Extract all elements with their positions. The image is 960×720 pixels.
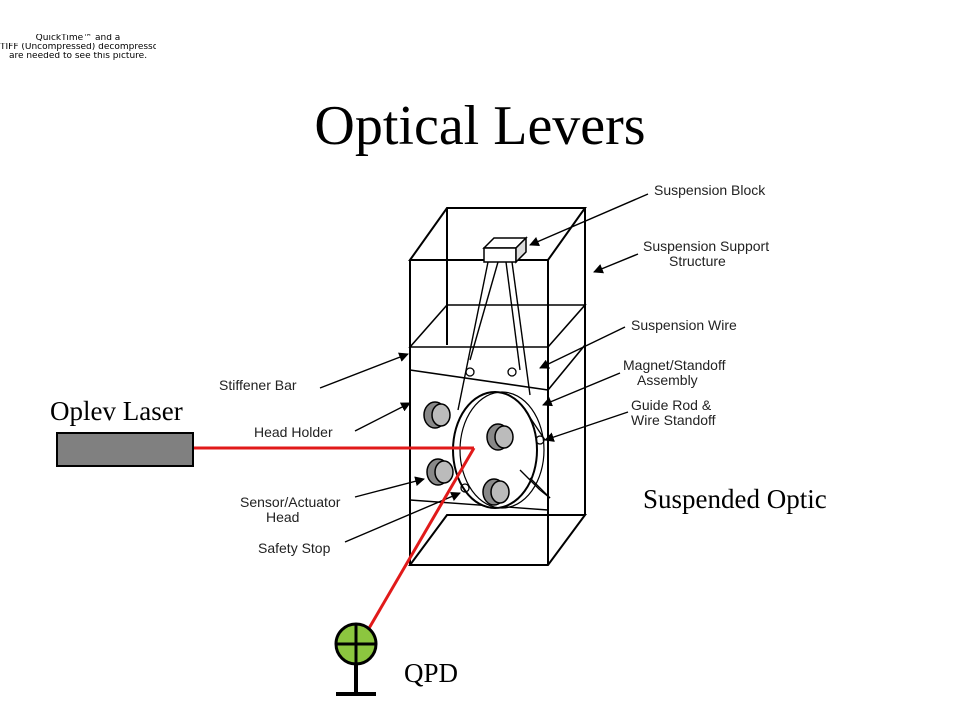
callout-magnet-standoff-line-2: Assembly: [637, 372, 698, 388]
support-structure-frame: [408, 207, 587, 566]
callout-head-holder: Head Holder: [254, 424, 333, 440]
callout-arrows: [319, 193, 649, 543]
callout-magnet-standoff-line-1: Magnet/Standoff: [623, 357, 726, 373]
suspended-optic-label: Suspended Optic: [643, 484, 827, 514]
callout-guide-rod-line-2: Wire Standoff: [631, 412, 716, 428]
callout-stiffener-bar: Stiffener Bar: [219, 377, 297, 393]
qpd-icon: [334, 622, 378, 696]
quicktime-notice-line-1: QuickTime™ and a: [35, 34, 121, 43]
callout-guide-rod-line-1: Guide Rod &: [631, 397, 712, 413]
callout-sensor-actuator-line-2: Head: [266, 509, 300, 525]
suspension-block: [482, 236, 528, 264]
suspension-wires: [457, 261, 531, 411]
qpd-label: QPD: [404, 658, 459, 688]
callout-sensor-actuator-line-1: Sensor/Actuator: [240, 494, 341, 510]
slide-title: Optical Levers: [314, 95, 646, 157]
guide-rods-and-stops: [460, 367, 551, 499]
quicktime-placeholder-notice: QuickTime™ and a TIFF (Uncompressed) dec…: [0, 34, 156, 61]
callout-safety-stop: Safety Stop: [258, 540, 331, 556]
callout-suspension-support-line-2: Structure: [669, 253, 726, 269]
callout-suspension-block: Suspension Block: [654, 182, 766, 198]
oplev-laser-label: Oplev Laser: [50, 396, 183, 426]
quicktime-notice-line-3: are needed to see this picture.: [8, 52, 148, 61]
laser-beam-path: [190, 446, 476, 631]
callout-suspension-wire: Suspension Wire: [631, 317, 737, 333]
oplev-laser-icon: [56, 432, 194, 467]
quicktime-notice-line-2: TIFF (Uncompressed) decompressor: [0, 43, 156, 52]
callout-suspension-support-line-1: Suspension Support: [643, 238, 770, 254]
sensor-actuator-heads: [423, 401, 514, 506]
